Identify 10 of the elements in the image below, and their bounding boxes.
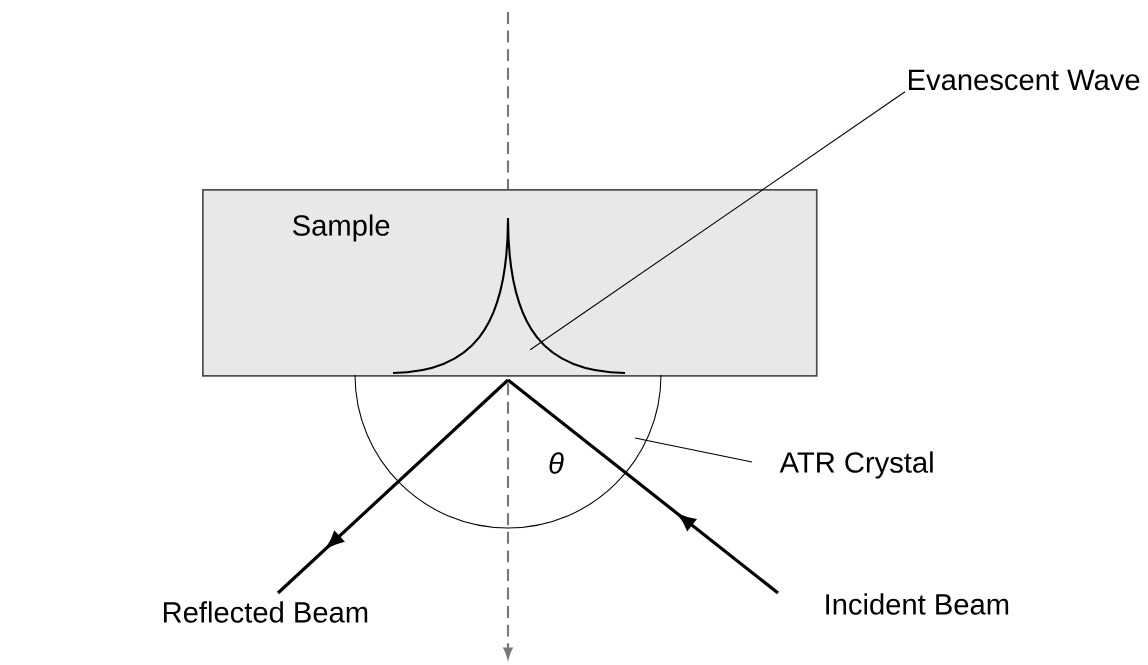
beam-label: Incident Beam — [826, 593, 1009, 615]
label-text: Evanescent Wave — [909, 69, 1140, 91]
leader-line — [529, 91, 906, 351]
crystal-semicircle — [354, 374, 662, 529]
angle-symbol: θ — [549, 452, 564, 474]
sample-block: Sample — [202, 189, 818, 377]
beam-label: Reflected Beam — [164, 601, 368, 623]
label-text: ATR Crystal — [779, 451, 933, 479]
leader-line — [634, 437, 753, 463]
evanescent-wave-drawing — [392, 216, 626, 375]
